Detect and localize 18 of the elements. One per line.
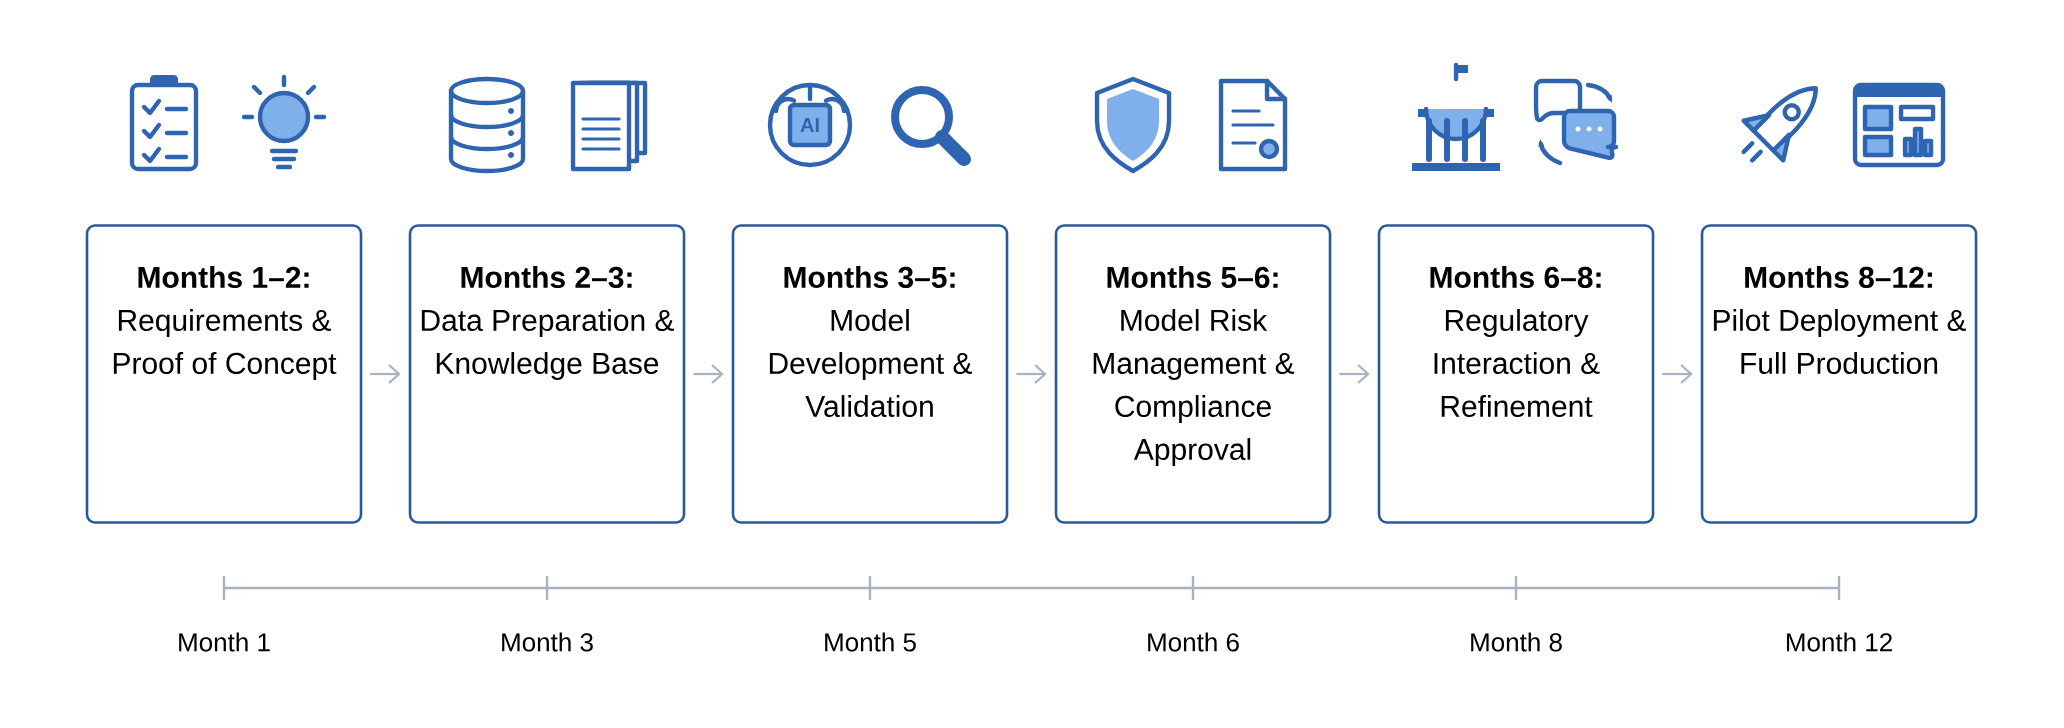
tick-label: Month 6 <box>1148 632 1239 652</box>
tick-label: Month 5 <box>825 632 916 652</box>
phase-box: Months 3–5: Model Development & Validation <box>731 224 1009 524</box>
tick-label: Month 1 <box>179 632 270 652</box>
phase-box: Months 6–8: Regulatory Interaction & Refinement <box>1377 224 1655 524</box>
arrow <box>693 364 724 384</box>
icon-label: AI <box>800 118 819 132</box>
phase-box: Months 2–3: Data Preparation & Knowledge Base <box>408 224 686 524</box>
tick-label: Month 3 <box>502 632 593 652</box>
tick-label: Month 12 <box>1786 632 1892 652</box>
phase-box: Months 5–6: Model Risk Management & Compliance Approval <box>1054 224 1332 524</box>
tick-label: Month 8 <box>1471 632 1562 652</box>
arrow <box>1339 364 1370 384</box>
phase-box: Months 1–2: Requirements & Proof of Concept <box>85 224 363 524</box>
arrow <box>370 364 401 384</box>
phase-box: Months 8–12: Pilot Deployment & Full Production <box>1700 224 1978 524</box>
arrow <box>1016 364 1047 384</box>
arrow <box>1662 364 1693 384</box>
